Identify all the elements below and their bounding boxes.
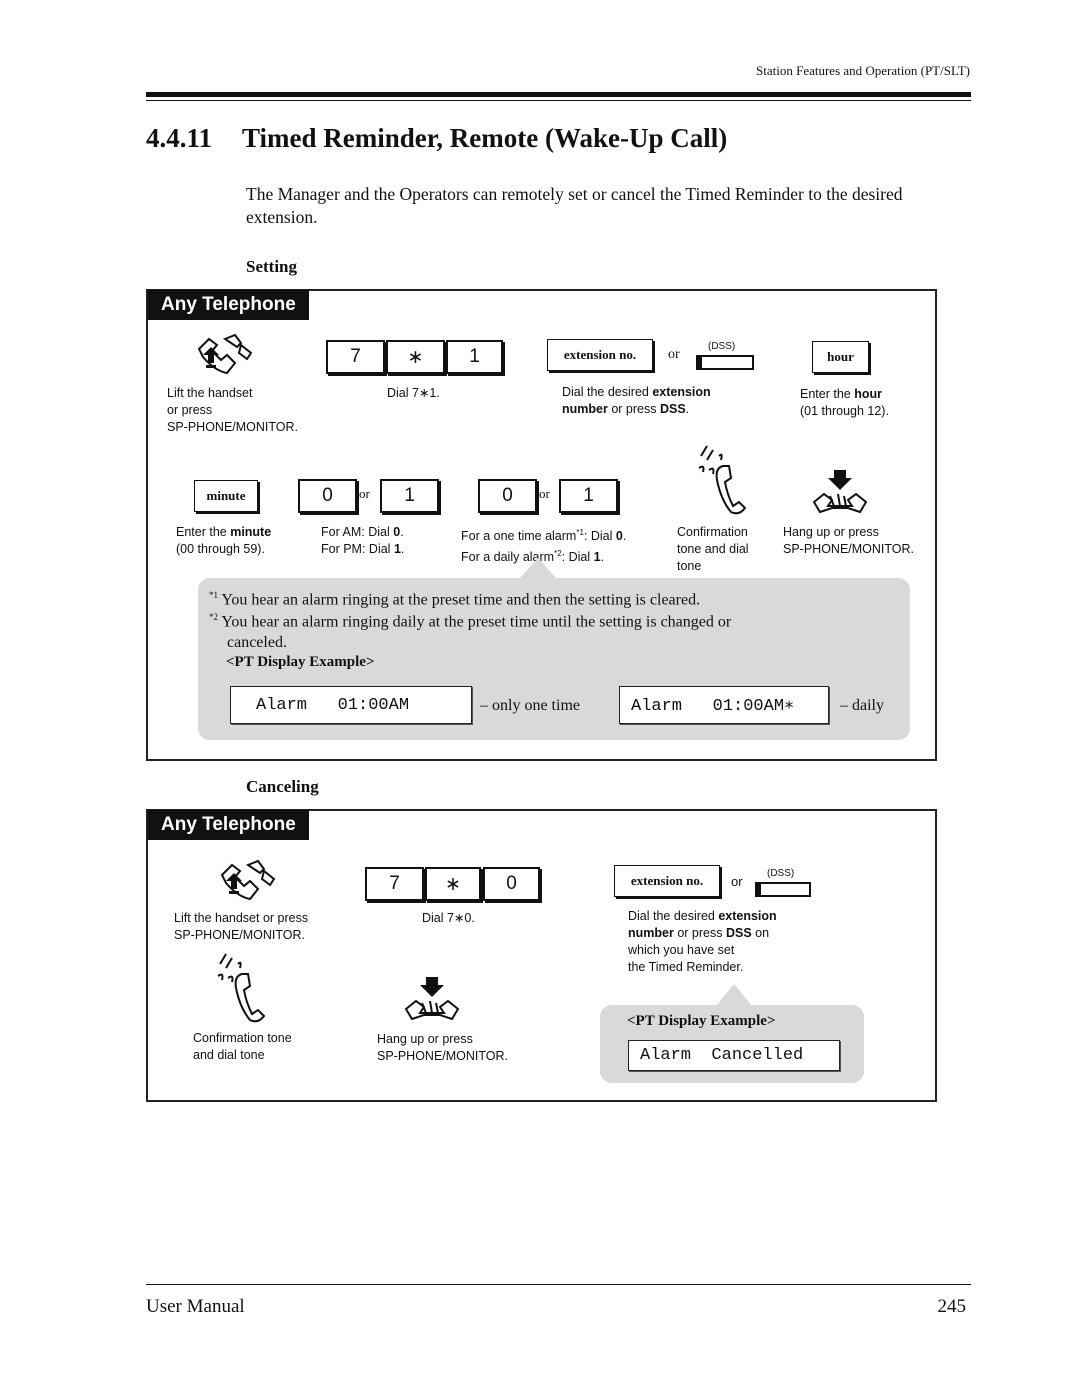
dss-label: (DSS) (708, 341, 736, 352)
intro-paragraph: The Manager and the Operators can remote… (246, 184, 903, 227)
extension-caption: Dial the desired extension number or pre… (562, 385, 711, 416)
lcd-alarm-cancelled: Alarm Cancelled (628, 1040, 840, 1071)
minute-key[interactable]: minute (194, 480, 258, 512)
dial-key-star[interactable]: ∗ (386, 340, 445, 374)
dss-button-icon[interactable] (755, 882, 811, 897)
cancel-dial-key-star[interactable]: ∗ (425, 867, 481, 901)
dss-button-icon[interactable] (696, 355, 754, 370)
dss-label: (DSS) (767, 868, 795, 879)
confirmation-tone-icon (217, 953, 266, 1023)
handset-lift-icon (220, 859, 276, 901)
hour-caption: Enter the hour (01 through 12). (800, 387, 889, 418)
am-pm-caption: For AM: Dial 0. For PM: Dial 1. (321, 525, 405, 556)
footer-title: User Manual (146, 1296, 245, 1317)
section-title: 4.4.11 Timed Reminder, Remote (Wake-Up Ca… (146, 123, 727, 154)
section-title-text: Timed Reminder, Remote (Wake-Up Call) (242, 123, 728, 153)
setting-display-heading: <PT Display Example> (226, 654, 375, 670)
daily-label: – daily (840, 697, 884, 714)
handset-lift-icon (197, 333, 253, 375)
lcd-daily: Alarm 01:00AM∗ (619, 686, 829, 724)
dial-7-star-0-caption: Dial 7∗0. (422, 911, 475, 925)
cancel-dial-key-0[interactable]: 0 (483, 867, 540, 901)
dial-7-star-1-caption: Dial 7∗1. (387, 386, 440, 400)
hang-up-icon (812, 470, 868, 514)
note-2: *2 You hear an alarm ringing daily at th… (209, 612, 732, 652)
dial-key-7[interactable]: 7 (326, 340, 385, 374)
canceling-any-telephone-tag: Any Telephone (148, 810, 309, 840)
callout-pointer (716, 984, 752, 1006)
minute-caption: Enter the minute (00 through 59). (176, 525, 272, 556)
canceling-frame (146, 809, 937, 1102)
page-number: 245 (937, 1296, 967, 1317)
pm-key-1[interactable]: 1 (380, 479, 439, 513)
section-number: 4.4.11 (146, 123, 213, 153)
am-key-0[interactable]: 0 (298, 479, 357, 513)
one-time-label: – only one time (480, 697, 580, 714)
one-time-key-0[interactable]: 0 (478, 479, 537, 513)
or-label: or (731, 874, 743, 889)
cancel-extension-no-key[interactable]: extension no. (614, 865, 720, 897)
hour-key[interactable]: hour (812, 341, 869, 373)
cancel-extension-caption: Dial the desired extension number or pre… (628, 909, 777, 974)
alarm-type-caption: For a one time alarm*1: Dial 0. For a da… (461, 528, 627, 565)
hang-up-icon (404, 977, 460, 1021)
or-label: or (539, 486, 550, 501)
header-rule-thick (146, 92, 971, 97)
note-1: *1 You hear an alarm ringing at the pres… (209, 590, 701, 609)
cancel-display-heading: <PT Display Example> (627, 1013, 776, 1029)
setting-heading: Setting (246, 257, 297, 276)
extension-no-key[interactable]: extension no. (547, 339, 653, 371)
cancel-dial-key-7[interactable]: 7 (365, 867, 424, 901)
setting-any-telephone-tag: Any Telephone (148, 290, 309, 320)
confirmation-tone-icon (698, 445, 747, 515)
callout-pointer (518, 558, 558, 580)
or-label: or (668, 347, 680, 362)
running-header: Station Features and Operation (PT/SLT) (756, 63, 970, 78)
header-rule-thin (146, 100, 971, 101)
canceling-heading: Canceling (246, 777, 319, 796)
daily-key-1[interactable]: 1 (559, 479, 618, 513)
setting-frame (146, 289, 937, 761)
dial-key-1[interactable]: 1 (446, 340, 503, 374)
lcd-one-time: Alarm 01:00AM (230, 686, 472, 724)
footer-rule (146, 1284, 971, 1285)
or-label: or (359, 486, 370, 501)
